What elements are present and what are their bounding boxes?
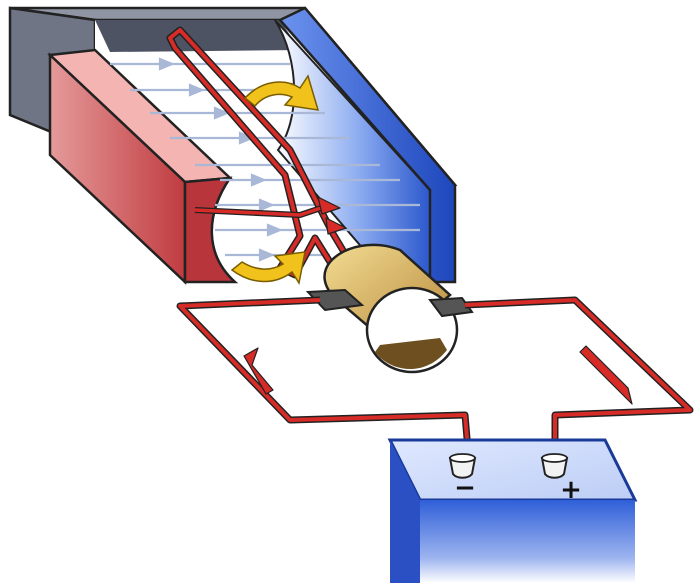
brush-right bbox=[428, 296, 474, 318]
field-arrow bbox=[213, 106, 230, 120]
arrowhead-icon bbox=[579, 345, 633, 405]
magnet bbox=[8, 6, 458, 285]
rotation-arrows bbox=[230, 74, 320, 285]
curved-arrow-icon bbox=[230, 251, 306, 285]
coil-current-arrow bbox=[317, 196, 341, 215]
positive-terminal-label: + bbox=[560, 475, 582, 505]
gap-top-shadow bbox=[95, 20, 300, 52]
field-arrow bbox=[158, 57, 175, 71]
battery-top bbox=[387, 438, 638, 502]
terminal-positive bbox=[540, 457, 569, 479]
terminal-positive-cap bbox=[541, 453, 568, 463]
terminal-negative-cap bbox=[449, 453, 476, 463]
circuit-wire bbox=[176, 296, 694, 451]
battery-side bbox=[390, 440, 420, 583]
field-arrow bbox=[258, 248, 275, 262]
field-arrow bbox=[266, 223, 283, 237]
field-arrow bbox=[250, 173, 267, 187]
armature-coil bbox=[166, 26, 354, 279]
commutator-split-segment bbox=[375, 338, 447, 370]
curved-arrow-icon bbox=[243, 74, 320, 111]
brush-left bbox=[305, 288, 365, 312]
arrowhead-icon bbox=[243, 347, 274, 395]
field-arrow bbox=[238, 131, 255, 145]
field-arrow bbox=[188, 83, 205, 97]
red-pole-front-face bbox=[183, 176, 239, 284]
commutator bbox=[305, 243, 474, 374]
terminal-negative bbox=[448, 457, 477, 479]
field-arrow bbox=[258, 198, 275, 212]
coil-current-arrow bbox=[325, 217, 347, 235]
battery: − + bbox=[387, 438, 638, 583]
negative-terminal-label: − bbox=[454, 473, 476, 503]
battery-front bbox=[420, 500, 635, 583]
